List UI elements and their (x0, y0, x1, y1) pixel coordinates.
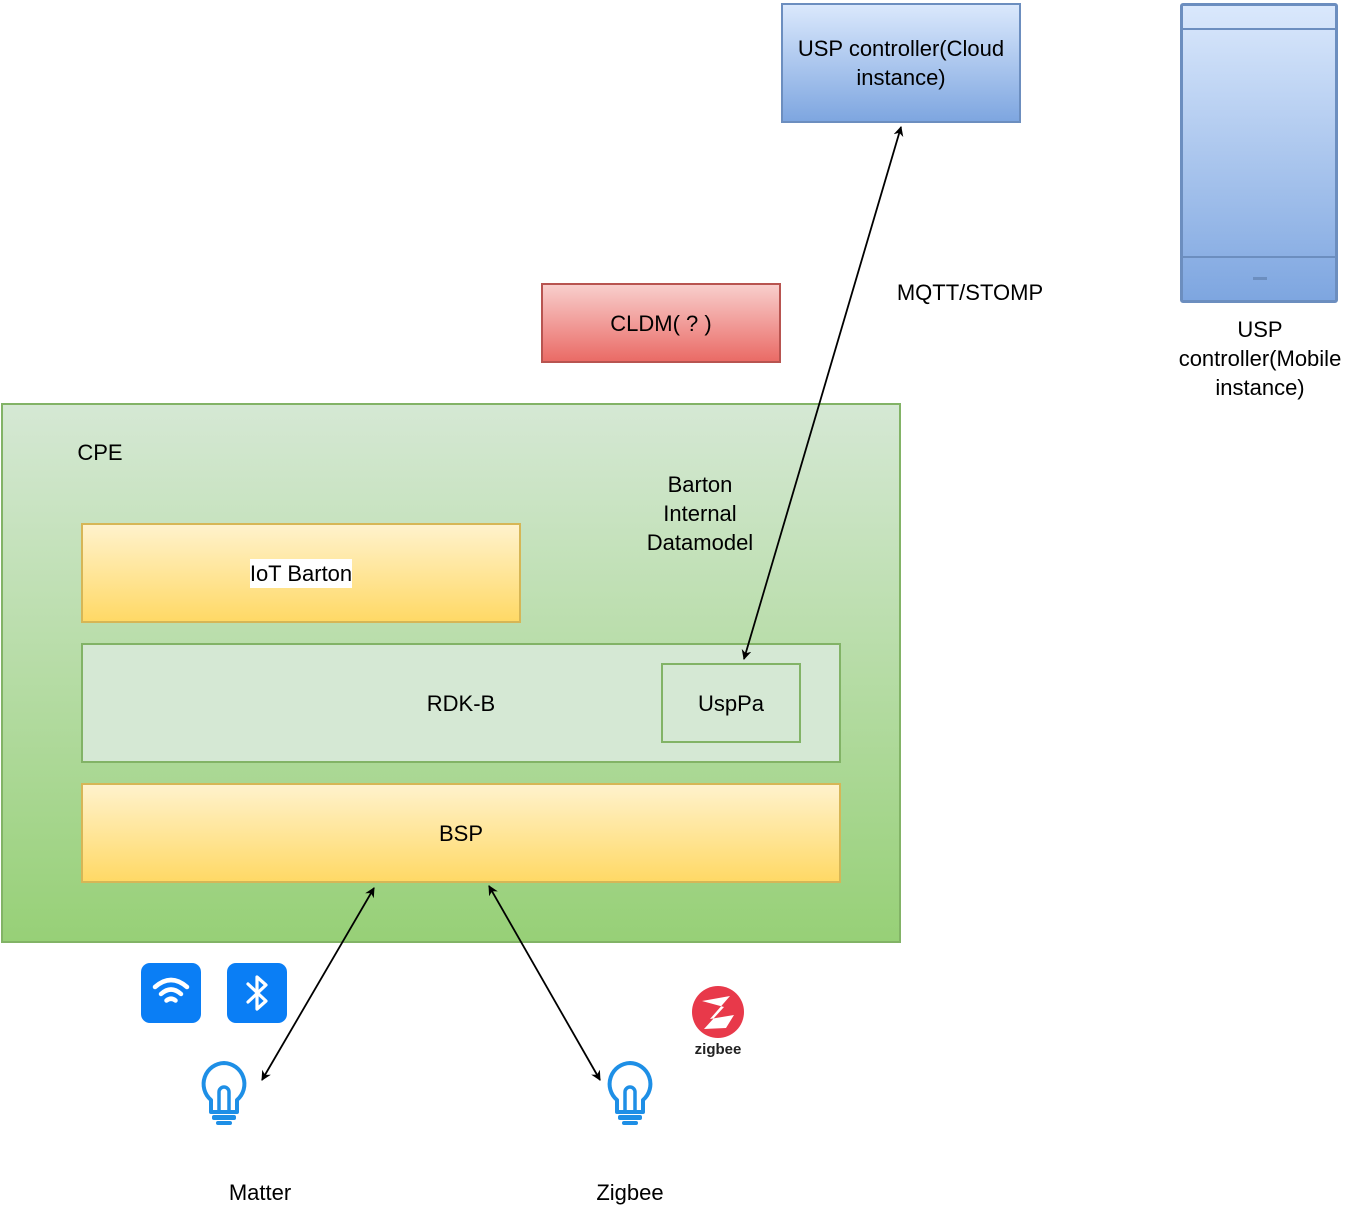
zigbee-logo-text: zigbee (695, 1041, 742, 1058)
bsp-label: BSP (438, 820, 484, 846)
zigbee-label: Zigbee (596, 1180, 664, 1205)
usp-controller-cloud-label: USP controller(Cloud instance) (797, 36, 1005, 90)
matter-label: Matter (228, 1180, 292, 1205)
arrow-bsp-zigbee (488, 885, 601, 1081)
bsp-box: BSP (81, 783, 841, 883)
iot-barton-box: IoT Barton (81, 523, 521, 623)
mobile-device-icon (1180, 3, 1338, 303)
usppa-box: UspPa (661, 663, 801, 743)
usppa-label: UspPa (697, 690, 765, 716)
rdk-b-label: RDK-B (426, 690, 496, 716)
wifi-icon (141, 963, 201, 1023)
cpe-label: CPE (77, 440, 123, 465)
matter-lightbulb-icon (201, 1061, 247, 1125)
zigbee-lightbulb-icon (607, 1061, 653, 1125)
usp-controller-mobile-label: USP controller(Mobile instance) (1178, 317, 1342, 400)
arrow-bsp-matter (261, 887, 375, 1081)
zigbee-logo: zigbee (692, 986, 744, 1058)
cldm-box: CLDM( ? ) (541, 283, 781, 363)
mqtt-stomp-label: MQTT/STOMP (896, 280, 1044, 305)
cldm-label: CLDM( ? ) (610, 310, 712, 336)
iot-barton-label: IoT Barton (249, 558, 353, 588)
barton-datamodel-label: Barton Internal Datamodel (646, 472, 754, 555)
arrow-usppa-cloud (741, 126, 904, 660)
usp-controller-cloud-box: USP controller(Cloud instance) (781, 3, 1021, 123)
